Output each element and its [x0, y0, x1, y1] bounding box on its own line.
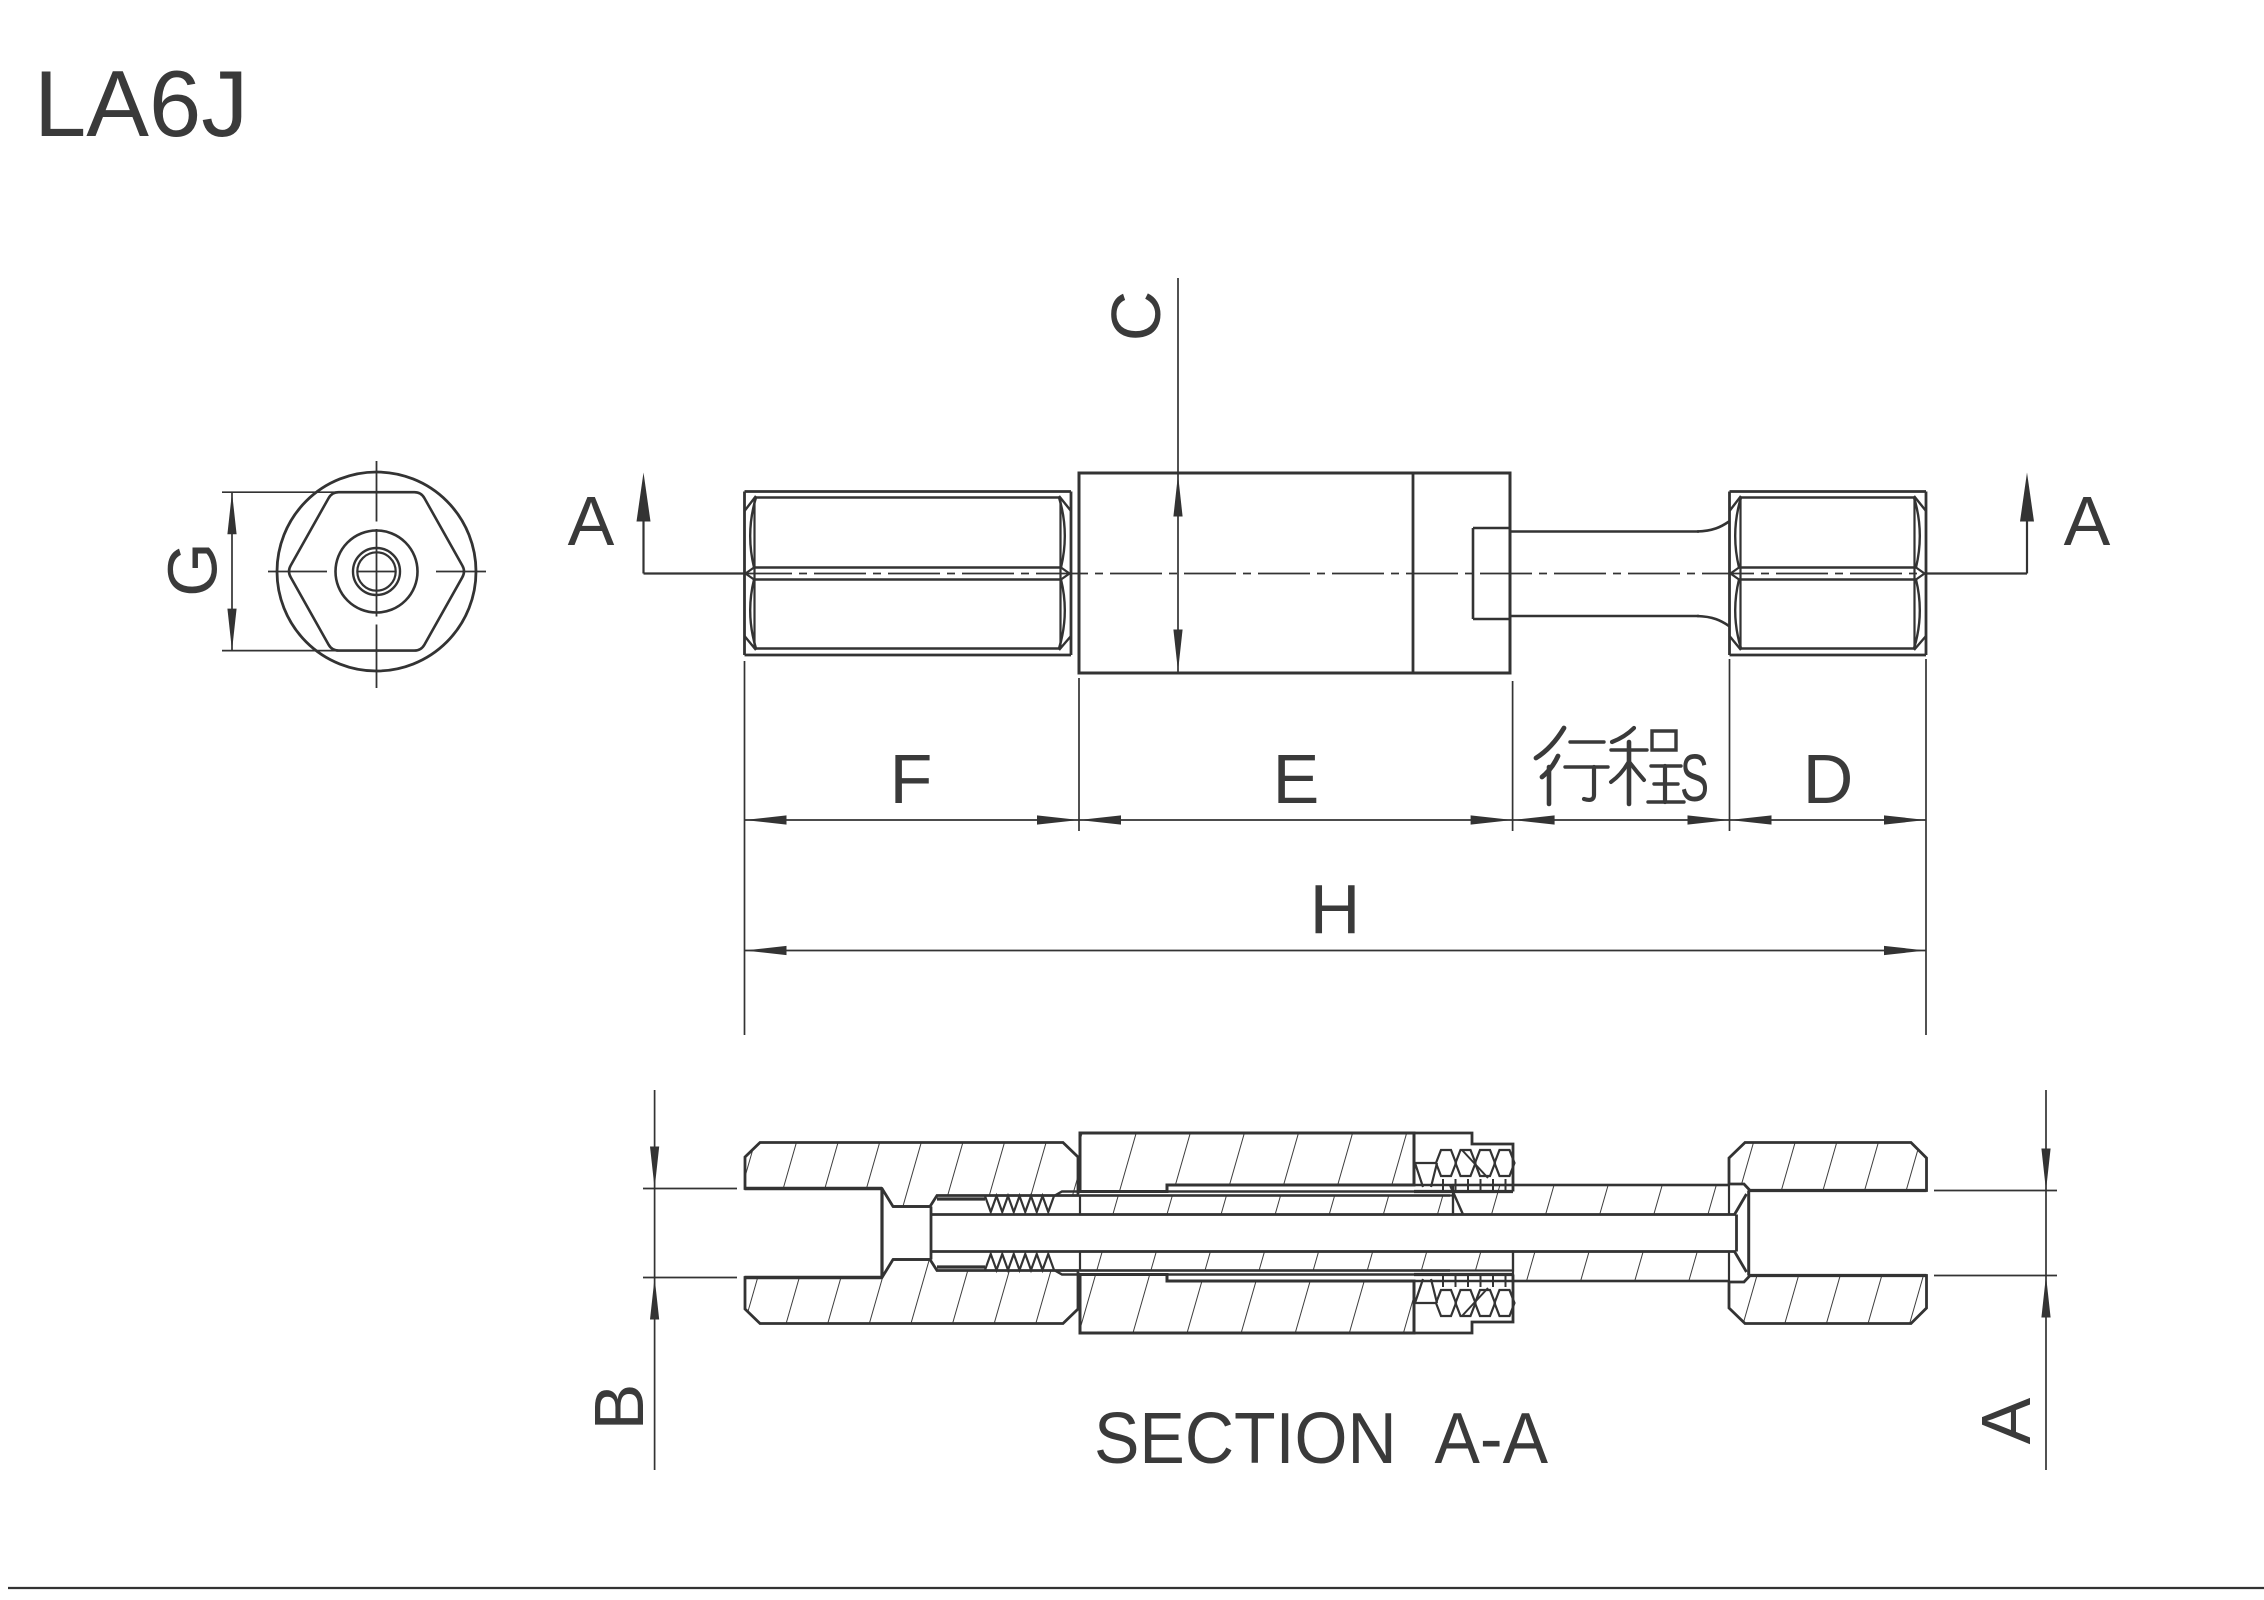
svg-text:A: A — [1967, 1397, 2045, 1444]
svg-text:LA6J: LA6J — [34, 51, 248, 156]
svg-text:C: C — [1097, 291, 1175, 342]
svg-text:G: G — [154, 542, 232, 596]
svg-text:A: A — [2064, 482, 2111, 560]
svg-text:H: H — [1310, 870, 1361, 948]
svg-text:B: B — [580, 1384, 658, 1431]
svg-text:F: F — [890, 740, 933, 818]
svg-text:A: A — [568, 482, 615, 560]
svg-text:S: S — [1680, 741, 1709, 816]
svg-text:SECTION A-A: SECTION A-A — [1094, 1399, 1548, 1479]
svg-text:D: D — [1803, 740, 1854, 818]
svg-text:E: E — [1273, 740, 1320, 818]
